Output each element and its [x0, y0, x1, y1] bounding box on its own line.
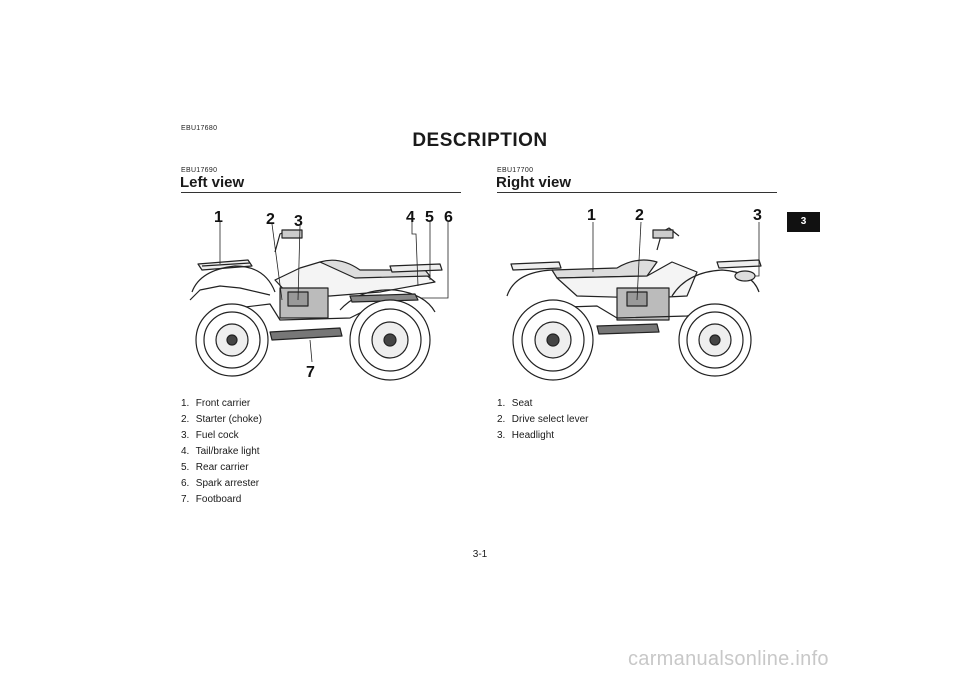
callout-3: 3	[294, 213, 303, 230]
list-item: 2. Drive select lever	[497, 414, 589, 425]
callout-5: 5	[425, 209, 434, 226]
callout-1: 1	[214, 209, 223, 226]
callout-2: 2	[635, 207, 644, 224]
list-item: 4. Tail/brake light	[181, 446, 260, 457]
page-number: 3-1	[472, 549, 488, 560]
chapter-tab[interactable]: 3	[787, 212, 820, 232]
list-item: 5. Rear carrier	[181, 462, 249, 473]
atv-right-view-illustration: 1 2 3	[506, 207, 762, 381]
list-item: 2. Starter (choke)	[181, 414, 262, 425]
callout-7: 7	[306, 364, 315, 381]
watermark: carmanualsonline.info	[628, 648, 829, 670]
list-item: 1. Seat	[497, 398, 533, 409]
page-title: DESCRIPTION	[412, 130, 548, 151]
left-view-parts-list: 1. Front carrier 2. Starter (choke) 3. F…	[181, 396, 262, 508]
list-item: 7. Footboard	[181, 494, 242, 505]
callout-3: 3	[753, 207, 762, 224]
left-view-rule	[181, 192, 461, 193]
callout-4: 4	[406, 209, 415, 226]
callout-1: 1	[587, 207, 596, 224]
atv-left-view-illustration: 1 2 3 4 5 6 7	[189, 209, 453, 381]
callout-6: 6	[444, 209, 453, 226]
right-view-parts-list: 1. Seat 2. Drive select lever 3. Headlig…	[497, 396, 588, 444]
section-code: EBU17680	[181, 125, 218, 132]
list-item: 1. Front carrier	[181, 398, 251, 409]
right-view-title: Right view	[496, 174, 572, 191]
list-item: 3. Fuel cock	[181, 430, 239, 441]
left-view-code: EBU17690	[181, 167, 218, 174]
right-view-code: EBU17700	[497, 167, 534, 174]
list-item: 6. Spark arrester	[181, 478, 260, 489]
right-view-rule	[497, 192, 777, 193]
list-item: 3. Headlight	[497, 430, 555, 441]
callout-2: 2	[266, 211, 275, 228]
left-view-title: Left view	[180, 174, 245, 191]
